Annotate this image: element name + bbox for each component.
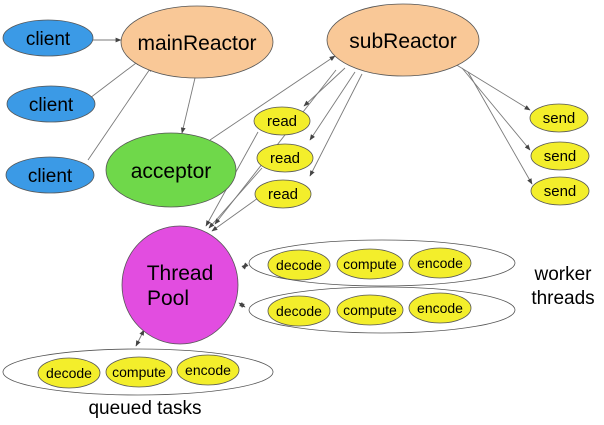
encode-ellipse — [176, 354, 240, 386]
send-node-3: send — [530, 176, 590, 206]
decode-label: decode — [276, 303, 322, 319]
edge-sub-read1 — [303, 67, 346, 107]
thread-pool-node: Thread Pool — [121, 225, 239, 345]
encode-label: encode — [417, 255, 463, 271]
acceptor-ellipse — [105, 132, 237, 208]
client-ellipse — [6, 85, 96, 123]
sub-reactor-ellipse — [326, 3, 480, 77]
compute-ellipse — [336, 248, 404, 280]
main-reactor-label: mainReactor — [137, 32, 256, 55]
read-node-3: read — [254, 179, 312, 209]
client-node-3: client — [5, 156, 95, 194]
worker-group-outline — [248, 286, 516, 334]
send-node-1: send — [529, 103, 589, 133]
sub-reactor-label: subReactor — [349, 30, 456, 53]
edge-sub-send2 — [461, 67, 531, 151]
encode-ellipse — [408, 292, 472, 324]
encode-label: encode — [185, 362, 231, 378]
thread-pool-label-line1: Thread — [147, 262, 214, 285]
main-reactor-node: mainReactor — [120, 5, 274, 79]
worker-threads-label-line1: worker — [533, 264, 592, 285]
compute-ellipse — [105, 356, 173, 388]
compute-ellipse — [336, 294, 404, 326]
worker-group-2: decode compute encode — [248, 286, 516, 334]
send-label: send — [544, 183, 577, 200]
decode-ellipse — [267, 249, 331, 281]
read-label: read — [268, 186, 298, 203]
decode-ellipse — [37, 357, 101, 389]
send-ellipse — [530, 176, 590, 206]
client-label: client — [29, 95, 74, 116]
edge-pool-queue — [135, 329, 145, 347]
thread-pool-ellipse — [121, 225, 239, 345]
edge-sub-send3 — [467, 71, 533, 185]
read-ellipse — [253, 106, 311, 136]
worker-group-outline — [248, 239, 516, 287]
send-label: send — [544, 148, 577, 165]
worker-threads-label-line2: threads — [531, 288, 594, 309]
decode-label: decode — [46, 365, 92, 381]
queued-tasks-label: queued tasks — [88, 398, 201, 419]
send-ellipse — [529, 103, 589, 133]
client-label: client — [26, 29, 71, 50]
edge-acceptor-sub — [209, 55, 336, 141]
acceptor-node: acceptor — [105, 132, 237, 208]
edge-pool-worker2 — [238, 302, 246, 308]
decode-label: decode — [276, 257, 322, 273]
edge-sub-read3 — [309, 73, 363, 177]
queued-tasks-group: decode compute encode — [2, 348, 274, 396]
read-ellipse — [256, 143, 314, 173]
compute-label: compute — [343, 302, 397, 318]
read-label: read — [270, 150, 300, 167]
main-reactor-ellipse — [120, 5, 274, 79]
client-ellipse — [2, 19, 94, 57]
client-node-1: client — [2, 19, 94, 57]
edge-read3-pool — [211, 197, 259, 232]
encode-ellipse — [408, 247, 472, 279]
read-node-1: read — [253, 106, 311, 136]
decode-ellipse — [267, 295, 331, 327]
thread-pool-label-line2: Pool — [147, 287, 189, 310]
send-ellipse — [530, 141, 590, 171]
compute-label: compute — [112, 364, 166, 380]
client-ellipse — [5, 156, 95, 194]
encode-label: encode — [417, 300, 463, 316]
send-label: send — [543, 110, 576, 127]
edge-client2-main — [89, 59, 141, 99]
client-label: client — [28, 166, 73, 187]
sub-reactor-node: subReactor — [326, 3, 480, 77]
worker-group-1: decode compute encode — [248, 239, 516, 287]
edge-sub-read2 — [309, 71, 356, 141]
compute-label: compute — [343, 256, 397, 272]
read-label: read — [267, 113, 297, 130]
edges — [87, 37, 533, 347]
send-node-2: send — [530, 141, 590, 171]
read-ellipse — [254, 179, 312, 209]
client-node-2: client — [6, 85, 96, 123]
edge-client3-main — [87, 65, 153, 161]
edge-sub-send1 — [454, 63, 531, 111]
edge-pool-worker1 — [241, 262, 249, 270]
queued-tasks-outline — [2, 348, 274, 396]
read-node-2: read — [256, 143, 314, 173]
edge-main-acceptor — [180, 77, 196, 134]
acceptor-label: acceptor — [131, 160, 212, 183]
